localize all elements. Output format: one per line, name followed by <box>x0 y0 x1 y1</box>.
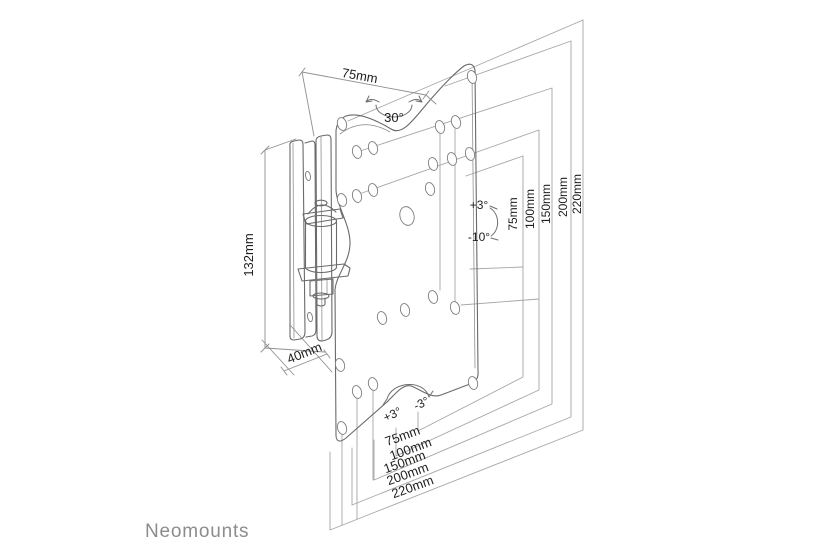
vesa-box-220 <box>329 19 584 531</box>
swivel-arrow-left <box>365 95 380 103</box>
dimension-tick <box>323 349 331 359</box>
dimension-line <box>283 353 328 372</box>
swivel-arrow-right <box>408 95 423 103</box>
hole-leader-line <box>469 266 524 270</box>
level-arc <box>386 384 430 400</box>
hinge-bottom-flange <box>297 263 351 282</box>
vesa-side-label-220: 220mm <box>570 174 584 214</box>
tilt-down-label: -10° <box>468 230 490 244</box>
dimension-tick <box>260 343 270 353</box>
vesa-side-label-75: 75mm <box>506 197 520 230</box>
tilt-arc <box>489 207 499 237</box>
plate-thickness-line <box>471 72 476 369</box>
top-width-label: 75mm <box>341 65 379 86</box>
wall-plate <box>289 139 306 341</box>
hinge-hex-nut <box>309 278 334 297</box>
vesa-box-150 <box>356 87 553 481</box>
wall-bracket <box>289 134 351 342</box>
level-left-label: +3° <box>381 404 404 425</box>
hinge-cylinder-bottom <box>304 266 338 274</box>
vesa-plate <box>334 63 479 442</box>
extension-line <box>425 94 437 105</box>
swivel-angle-indicator: 30° <box>365 95 423 125</box>
vesa-bottom-labels: 75mm 100mm 150mm 200mm 220mm <box>382 423 436 502</box>
plate-center-hole <box>399 206 415 226</box>
swivel-angle-label: 30° <box>384 110 404 125</box>
bracket-slot-hole <box>305 171 311 181</box>
dimension-tick <box>422 90 430 100</box>
level-tick <box>382 398 388 406</box>
plate-holes <box>334 70 479 435</box>
level-angle-indicator: +3° -3° <box>381 384 434 425</box>
tilt-tick <box>490 237 499 241</box>
wall-plate-edge-line <box>292 142 295 339</box>
level-tick <box>428 390 434 398</box>
extension-line <box>264 347 326 353</box>
bracket-slot-hole <box>307 312 313 322</box>
vesa-side-label-200: 200mm <box>556 177 570 217</box>
swivel-arc <box>375 104 413 118</box>
tilt-tick <box>489 205 498 210</box>
vesa-dimension-boxes <box>329 19 584 531</box>
dimension-top-width: 75mm <box>298 65 437 137</box>
dimension-bracket-height: 132mm <box>241 138 326 353</box>
vesa-side-label-150: 150mm <box>539 184 553 224</box>
bracket-depth-label: 40mm <box>285 339 324 366</box>
extension-line <box>264 138 297 151</box>
hole-leader-line <box>460 298 540 306</box>
bracket-arm-edge-line <box>320 136 323 341</box>
brand-logo: Neomounts <box>145 521 249 542</box>
dimension-line <box>301 71 427 96</box>
tilt-up-label: +3° <box>470 198 489 212</box>
vesa-box-75 <box>417 155 524 432</box>
bracket-arm <box>315 134 333 342</box>
level-right-label: -3° <box>411 394 431 413</box>
dimension-tick <box>260 145 270 155</box>
bracket-mid-strip <box>304 140 317 338</box>
vesa-side-labels: 75mm 100mm 150mm 200mm 220mm <box>506 174 584 231</box>
hinge-top-cap <box>314 199 328 207</box>
bracket-height-label: 132mm <box>241 233 256 276</box>
dimension-tick <box>280 366 288 376</box>
extension-line <box>301 71 315 137</box>
extension-line <box>290 325 333 373</box>
hinge-stem <box>316 297 326 307</box>
dimension-bracket-depth: 40mm <box>261 325 333 376</box>
vesa-box-100 <box>361 129 540 457</box>
vesa-side-label-100: 100mm <box>523 189 537 229</box>
vesa-box-200 <box>351 40 572 506</box>
dimension-tick <box>298 67 306 77</box>
hinge-washer <box>312 292 330 300</box>
plate-thickness-line <box>339 124 391 135</box>
tilt-angle-indicator: +3° -10° <box>468 198 499 244</box>
